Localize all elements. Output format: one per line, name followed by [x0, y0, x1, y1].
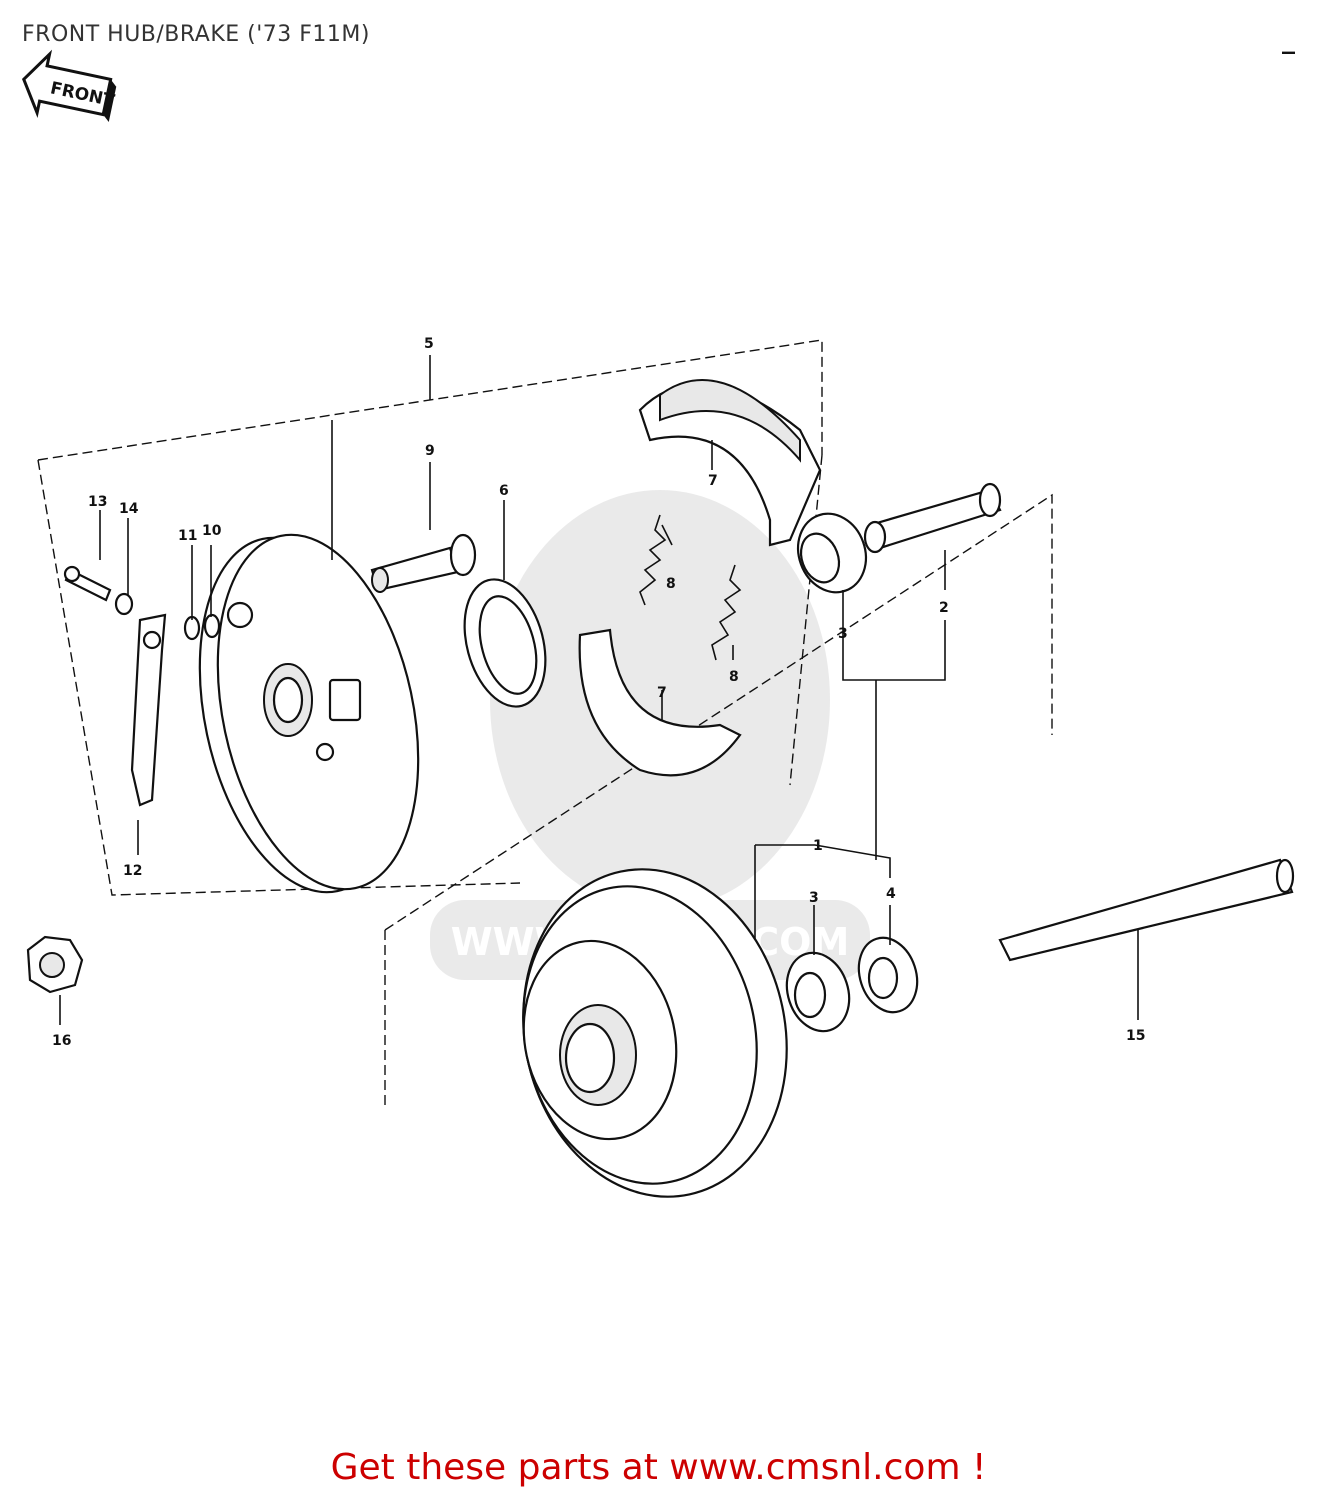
front-arrow-icon: FRONT [21, 49, 117, 122]
axle [998, 858, 1295, 962]
callout-4: 4 [886, 886, 896, 902]
page-title: FRONT HUB/BRAKE ('73 F11M) [22, 22, 370, 47]
callout-15: 15 [1126, 1028, 1145, 1044]
oil-seal [463, 578, 547, 708]
callout-5: 5 [424, 336, 434, 352]
parts-diagram: WWW.CMSNL.COM FRONT [21, 49, 1295, 1198]
callout-2: 2 [939, 600, 949, 616]
callout-10: 10 [202, 523, 222, 539]
callout-6: 6 [499, 483, 509, 499]
callout-8-upper: 8 [666, 576, 676, 592]
callout-13: 13 [88, 494, 107, 510]
brake-panel [198, 533, 420, 894]
washer-14 [114, 592, 134, 616]
bearing-lower [785, 951, 851, 1033]
wheel-hub [522, 868, 788, 1198]
callout-7-upper: 7 [708, 473, 718, 489]
bolt [63, 565, 112, 602]
bearing-upper [797, 512, 867, 594]
callout-11: 11 [178, 528, 197, 544]
callout-16: 16 [52, 1033, 71, 1049]
washer-11 [183, 615, 201, 641]
axle-nut [26, 935, 84, 994]
callout-1: 1 [813, 838, 823, 854]
callout-3-upper: 3 [838, 626, 848, 642]
axle-collar [863, 482, 1002, 554]
callout-7-lower: 7 [657, 685, 667, 701]
washer-10 [203, 613, 221, 639]
callout-12: 12 [123, 863, 142, 879]
spring-upper [639, 514, 667, 606]
brake-shoe-lower [578, 628, 742, 777]
minimize-button[interactable]: _ [1282, 25, 1295, 55]
brake-shoe-upper [638, 379, 822, 547]
callout-14: 14 [119, 501, 139, 517]
callout-8-lower: 8 [729, 669, 739, 685]
assembly-frame-hub [384, 493, 1053, 1110]
brake-lever [130, 613, 167, 807]
assembly-frame-brake [37, 339, 823, 896]
oil-seal-lower [857, 936, 919, 1014]
spring-lower [711, 564, 742, 661]
parts-link-footer[interactable]: Get these parts at www.cmsnl.com ! [330, 1447, 987, 1488]
brake-cam [370, 533, 477, 593]
callout-3-lower: 3 [809, 890, 819, 906]
leader-lines [59, 355, 1139, 1025]
callout-9: 9 [425, 443, 435, 459]
